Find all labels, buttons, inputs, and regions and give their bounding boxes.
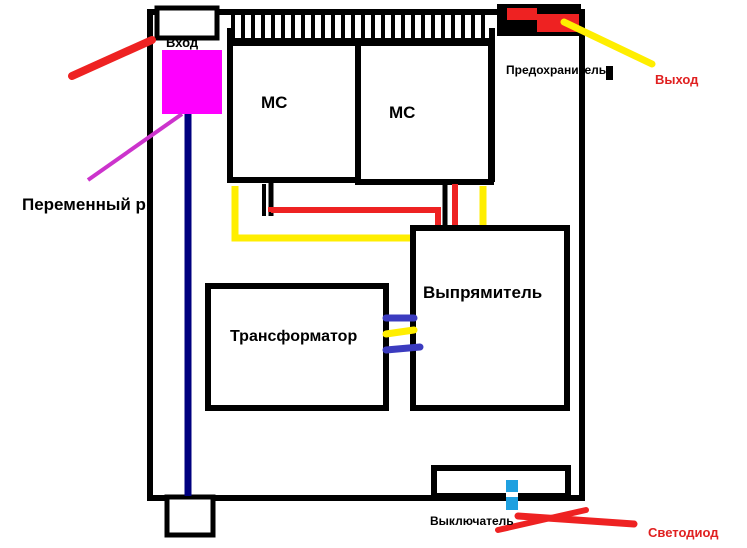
enclosure-outline <box>147 9 585 501</box>
output-pointer <box>560 18 656 68</box>
mc-label-right: МС <box>389 103 416 122</box>
output-label: Выход <box>655 72 699 87</box>
mc-label-left: МС <box>261 93 288 112</box>
input-connector <box>154 5 220 41</box>
fuse-clip <box>606 66 613 80</box>
transformer-block <box>205 283 389 411</box>
led-gap <box>506 492 518 497</box>
rectifier-block <box>410 225 570 411</box>
mc-module-left <box>227 39 361 183</box>
switch-label: Выключатель <box>430 514 514 528</box>
transformer-label: Трансформатор <box>230 328 358 345</box>
led-pointer-2 <box>495 507 589 533</box>
blue-wire-bottom <box>382 343 424 354</box>
input-label: Вход <box>166 35 199 50</box>
switch-panel <box>431 465 571 499</box>
variable-resistor-pointer <box>86 112 184 182</box>
heatsink-fins-icon <box>231 12 485 42</box>
fuse-label: Предохранитель <box>506 63 607 77</box>
mc-module-right <box>355 39 494 185</box>
red-wire-mc <box>268 207 441 228</box>
fuse <box>507 8 537 20</box>
variable-resistor-label: Переменный р. <box>22 195 151 214</box>
led-pointer-1 <box>514 512 638 528</box>
yellow-wire-mid <box>382 326 418 338</box>
bottom-connector <box>164 494 216 538</box>
variable-resistor <box>162 50 222 114</box>
mc-pins <box>268 180 448 228</box>
led-label: Светодиод <box>648 525 719 540</box>
yellow-wire-left <box>231 186 412 242</box>
input-pointer <box>68 36 156 80</box>
rectifier-label: Выпрямитель <box>423 283 543 302</box>
